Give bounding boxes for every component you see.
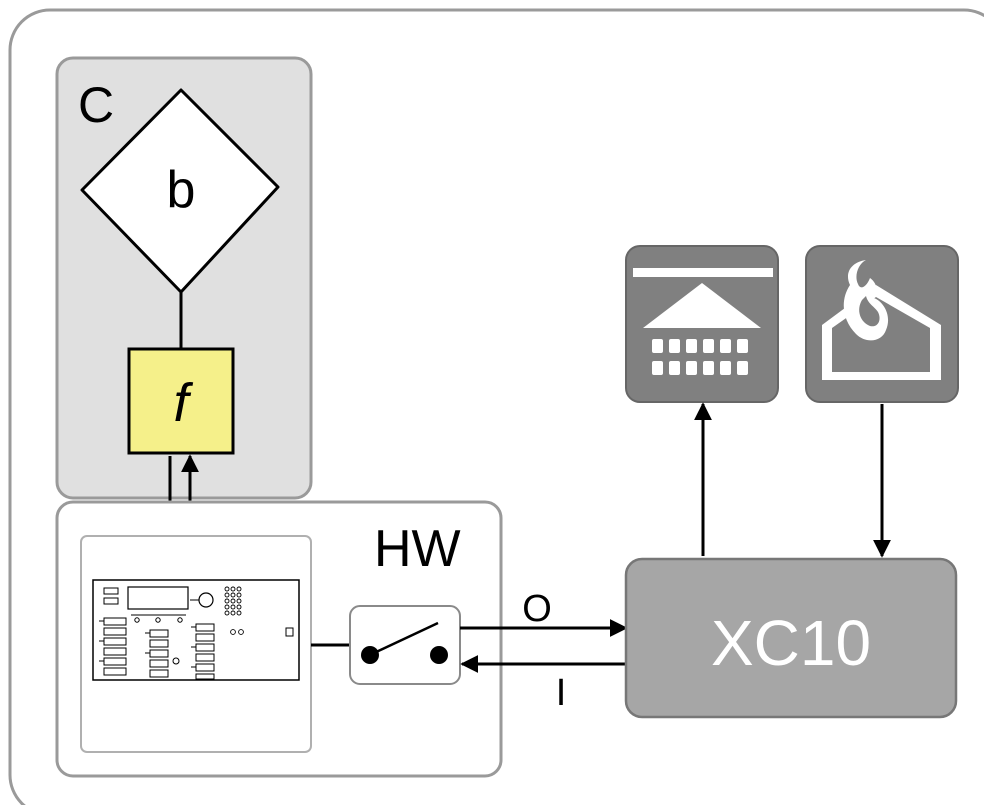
switch-lever xyxy=(371,621,439,656)
input-label: I xyxy=(556,672,567,714)
function-label: f xyxy=(173,373,193,433)
module-slots-right xyxy=(191,623,215,680)
keypad-icon xyxy=(224,586,244,635)
xc10-device: XC10 xyxy=(624,557,958,719)
hardware-region: HW xyxy=(55,500,503,778)
module-slots-left xyxy=(99,617,127,676)
controller-region: C b f xyxy=(55,56,313,500)
controller-label: C xyxy=(78,77,114,133)
function-block: f xyxy=(127,347,235,455)
hardware-label: HW xyxy=(374,520,461,578)
switch-contact-right-icon xyxy=(430,646,448,664)
diamond-label: b xyxy=(167,161,196,219)
xc10-label: XC10 xyxy=(711,607,871,679)
control-panel-device xyxy=(80,535,312,753)
fire-house-icon xyxy=(805,245,959,403)
output-label: O xyxy=(522,588,552,630)
switch-component xyxy=(349,605,461,685)
sprinkler-icon xyxy=(625,245,779,403)
module-slots-middle xyxy=(145,629,180,678)
switch-contact-left-icon xyxy=(361,646,379,664)
